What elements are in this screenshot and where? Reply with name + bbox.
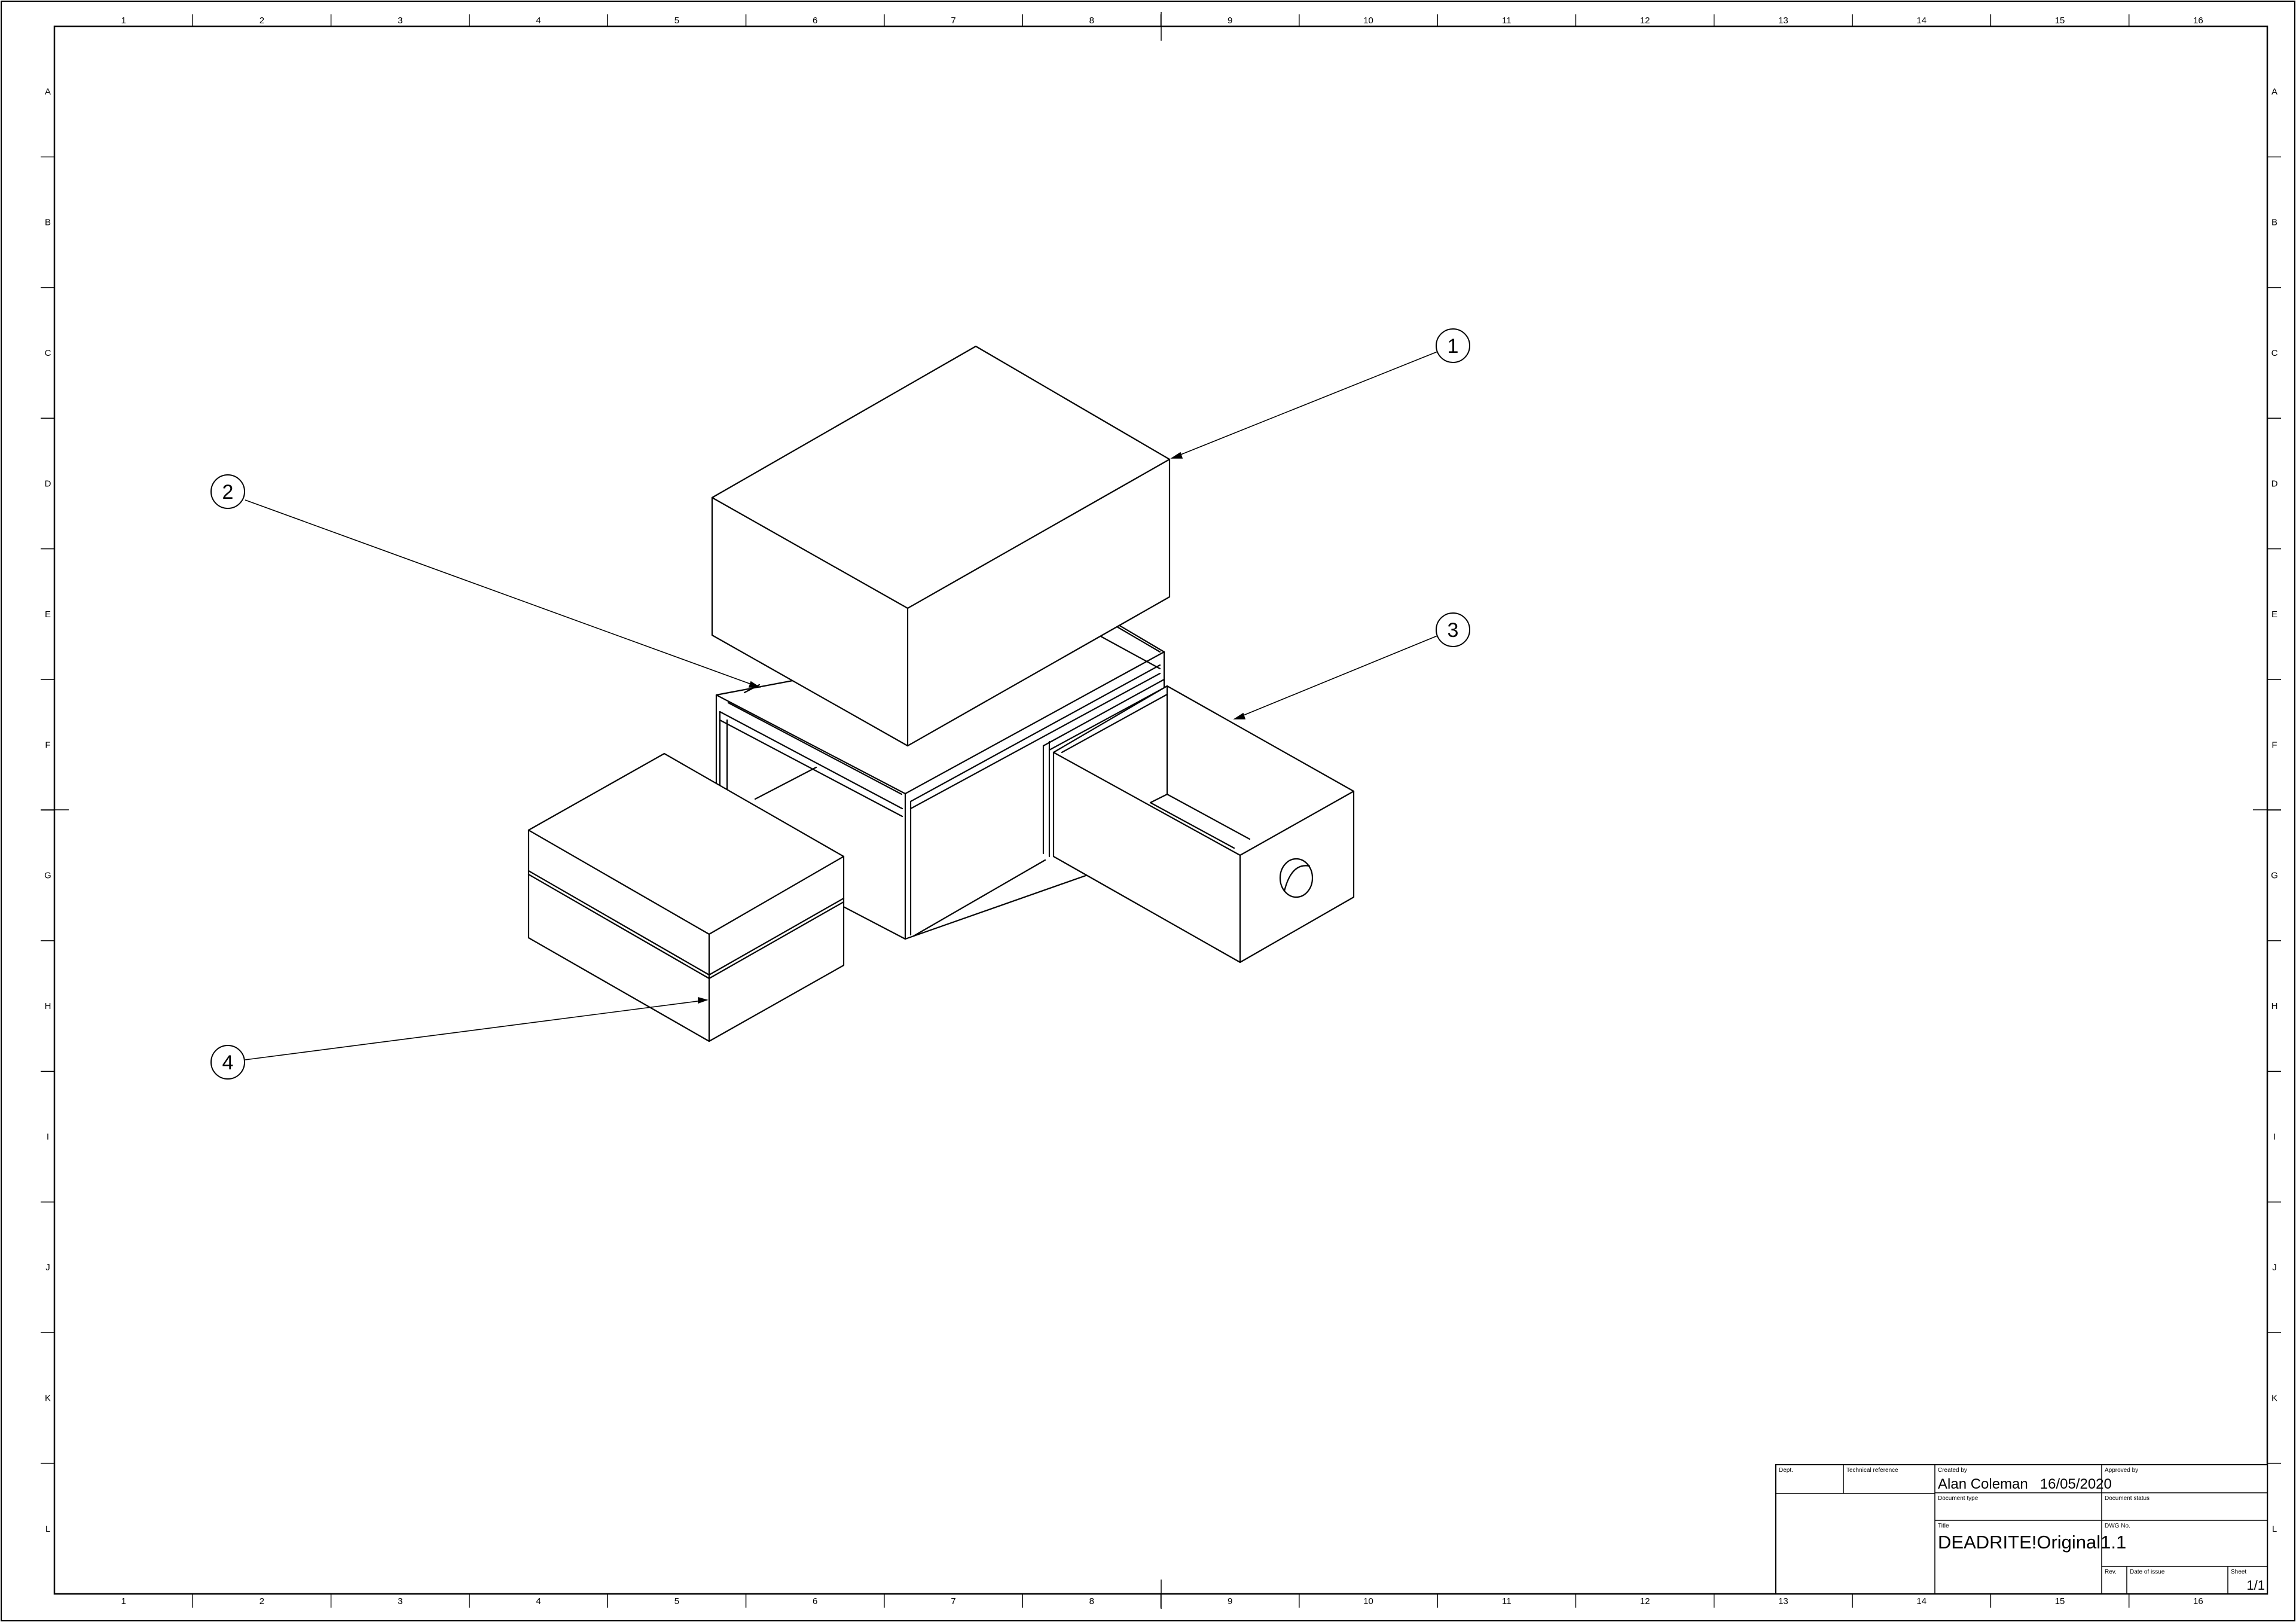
- balloon-2: 2: [210, 474, 245, 509]
- zone-col-label-top: 5: [674, 16, 679, 26]
- zone-col-label-top: 16: [2193, 16, 2203, 26]
- zone-row-label-left: H: [45, 1001, 51, 1011]
- zone-row-label-right: D: [2271, 478, 2278, 489]
- balloon-4-label: 4: [222, 1051, 234, 1074]
- tech-ref-label: Technical reference: [1846, 1467, 1898, 1474]
- sheet-label: Sheet: [2231, 1569, 2246, 1575]
- zone-col-label-top: 6: [813, 16, 817, 26]
- zone-col-label-top: 7: [951, 16, 955, 26]
- title-value: DEADRITE!Original1.1: [1938, 1532, 2126, 1553]
- balloon-4: 4: [210, 1045, 245, 1080]
- lid: [711, 345, 1171, 747]
- zone-col-label-top: 8: [1089, 16, 1094, 26]
- zone-row-label-right: L: [2272, 1524, 2277, 1534]
- document-status-label: Document status: [2105, 1495, 2150, 1502]
- zone-row-label-right: K: [2271, 1393, 2277, 1403]
- zone-row-label-right: G: [2271, 871, 2278, 881]
- zone-row-label-right: I: [2273, 1132, 2276, 1142]
- zone-col-label-top: 4: [536, 16, 541, 26]
- zone-col-label-bottom: 16: [2193, 1596, 2203, 1606]
- centering-marks: [41, 12, 2281, 1609]
- date-of-issue-label: Date of issue: [2130, 1569, 2165, 1575]
- created-by-value: Alan Coleman 16/05/2020: [1938, 1476, 2112, 1492]
- zone-row-label-left: K: [45, 1393, 51, 1403]
- zone-row-label-left: A: [45, 87, 51, 97]
- zone-row-label-left: J: [45, 1263, 50, 1273]
- zone-col-label-top: 3: [398, 16, 402, 26]
- balloon-3: 3: [1436, 612, 1470, 647]
- zone-row-label-right: F: [2271, 740, 2277, 750]
- zone-row-label-left: B: [45, 218, 51, 228]
- zone-row-label-right: J: [2272, 1263, 2277, 1273]
- zone-col-label-bottom: 9: [1228, 1596, 1232, 1606]
- zone-col-label-bottom: 10: [1363, 1596, 1373, 1606]
- zone-row-label-right: H: [2271, 1001, 2278, 1011]
- zone-col-label-bottom: 12: [1640, 1596, 1650, 1606]
- dwg-no-label: DWG No.: [2105, 1523, 2130, 1529]
- zone-row-label-left: C: [45, 348, 51, 358]
- zone-col-label-top: 15: [2055, 16, 2065, 26]
- zone-col-label-bottom: 5: [674, 1596, 679, 1606]
- title-block: Dept. Technical reference Created by Ala…: [1775, 1464, 2268, 1594]
- zone-row-label-left: F: [45, 740, 50, 750]
- small-box: [527, 752, 845, 1042]
- created-by-label: Created by: [1938, 1467, 1967, 1474]
- zone-col-label-top: 13: [1778, 16, 1788, 26]
- zone-col-label-top: 9: [1228, 16, 1232, 26]
- zone-row-label-left: E: [45, 609, 51, 620]
- zone-row-label-left: G: [44, 871, 51, 881]
- approved-by-label: Approved by: [2105, 1467, 2138, 1474]
- zone-row-label-right: A: [2271, 87, 2277, 97]
- balloon-leaders: [245, 351, 1438, 1060]
- zone-col-label-bottom: 1: [121, 1596, 126, 1606]
- drawer-with-finger-hole: [1052, 685, 1355, 964]
- zone-col-label-bottom: 4: [536, 1596, 541, 1606]
- zone-col-label-top: 2: [259, 16, 264, 26]
- balloon-1: 1: [1436, 328, 1470, 363]
- balloon-3-label: 3: [1448, 619, 1459, 642]
- zone-row-label-left: D: [45, 478, 51, 489]
- zone-col-label-bottom: 11: [1502, 1596, 1512, 1606]
- rev-label: Rev.: [2105, 1569, 2117, 1575]
- zone-col-label-top: 11: [1502, 16, 1512, 26]
- zone-col-label-bottom: 6: [813, 1596, 817, 1606]
- zone-grid: 1122334455667788991010111112121313141415…: [41, 14, 2281, 1608]
- balloon-1-label: 1: [1448, 335, 1459, 358]
- zone-row-label-right: B: [2271, 218, 2277, 228]
- zone-col-label-bottom: 13: [1778, 1596, 1788, 1606]
- isometric-assembly: [527, 345, 1355, 1042]
- zone-col-label-bottom: 8: [1089, 1596, 1094, 1606]
- zone-col-label-bottom: 7: [951, 1596, 955, 1606]
- balloon-2-label: 2: [222, 481, 234, 504]
- title-label: Title: [1938, 1523, 1949, 1529]
- zone-row-label-right: E: [2271, 609, 2277, 620]
- zone-col-label-top: 10: [1363, 16, 1373, 26]
- zone-col-label-bottom: 2: [259, 1596, 264, 1606]
- document-type-label: Document type: [1938, 1495, 1979, 1502]
- sheet-value: 1/1: [2246, 1578, 2265, 1593]
- zone-col-label-bottom: 15: [2055, 1596, 2065, 1606]
- zone-col-label-bottom: 3: [398, 1596, 402, 1606]
- zone-col-label-top: 1: [121, 16, 126, 26]
- zone-row-label-right: C: [2271, 348, 2278, 358]
- finger-hole: [1279, 858, 1314, 898]
- zone-col-label-top: 12: [1640, 16, 1650, 26]
- zone-row-label-left: L: [45, 1524, 50, 1534]
- zone-col-label-top: 14: [1916, 16, 1926, 26]
- dept-label: Dept.: [1779, 1467, 1793, 1474]
- zone-col-label-bottom: 14: [1916, 1596, 1926, 1606]
- zone-row-label-left: I: [47, 1132, 49, 1142]
